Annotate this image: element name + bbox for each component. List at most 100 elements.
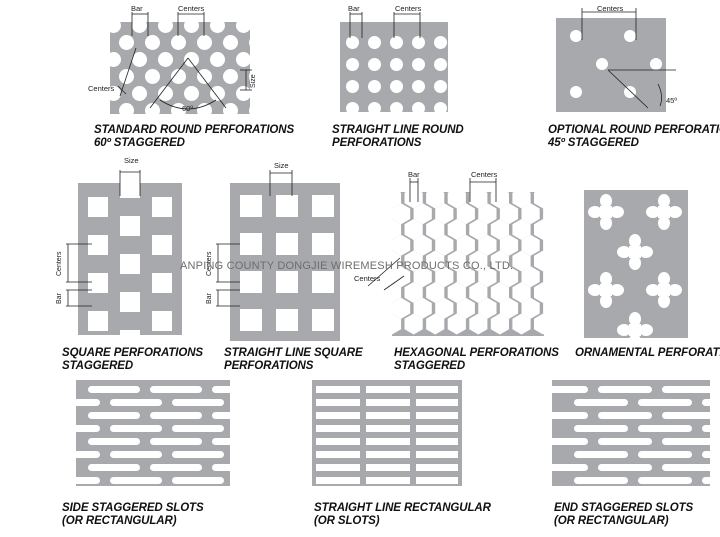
square-hole (152, 197, 172, 217)
slot-hole (212, 438, 230, 445)
rect-slot (316, 412, 360, 419)
caption-line2: (OR RECTANGULAR) (554, 515, 669, 527)
rect-slot (316, 477, 360, 484)
caption-line1: ORNAMENTAL PERFORATIONS (575, 347, 720, 359)
round-hole (346, 102, 359, 112)
round-hole (346, 36, 359, 49)
caption-hexagonal: HEXAGONAL PERFORATIONS STAGGERED (394, 347, 559, 373)
clover-lobe (600, 272, 612, 286)
slot-hole (76, 477, 100, 484)
hexagon-hole (556, 219, 574, 240)
round-hole (434, 102, 447, 112)
label-centers-top: Centers (178, 4, 205, 13)
caption-line1: STRAIGHT LINE SQUARE (224, 347, 363, 359)
round-hole (119, 35, 134, 50)
label-bar: Bar (348, 4, 360, 13)
caption-optional-round: OPTIONAL ROUND PERFORATIONS 45º STAGGERE… (548, 124, 720, 150)
slot-hole (702, 425, 710, 432)
label-bar: Bar (408, 170, 420, 179)
caption-ornamental: ORNAMENTAL PERFORATIONS (575, 347, 720, 360)
hexagon-hole (556, 314, 574, 335)
caption-line1: HEXAGONAL PERFORATIONS (394, 347, 559, 359)
round-hole (368, 102, 381, 112)
slot-hole (638, 451, 692, 458)
clover-lobe (600, 216, 612, 230)
label-bar: Bar (56, 293, 63, 304)
caption-line2: 60º STAGGERED (94, 137, 185, 149)
square-hole (120, 292, 140, 312)
slot-hole (702, 477, 710, 484)
round-hole (570, 86, 582, 98)
round-hole (346, 58, 359, 71)
rect-slot (416, 438, 458, 445)
rect-slot (316, 451, 360, 458)
label-bar: Bar (131, 4, 143, 13)
slot-hole (212, 464, 230, 471)
clover-lobe (588, 206, 602, 218)
slot-hole (76, 451, 100, 458)
slot-hole (598, 386, 652, 393)
caption-side-slots: SIDE STAGGERED SLOTS (OR RECTANGULAR) (62, 502, 204, 528)
rect-slot (316, 425, 360, 432)
rect-slot (316, 399, 360, 406)
rect-slot (316, 438, 360, 445)
slot-hole (598, 412, 652, 419)
hexagon-hole (556, 251, 574, 272)
hexagon-hole (565, 203, 583, 224)
round-hole (412, 58, 425, 71)
slot-hole (574, 425, 628, 432)
round-hole (368, 58, 381, 71)
slot-hole (110, 477, 162, 484)
round-hole (119, 103, 134, 114)
clover-center (658, 206, 670, 218)
slot-hole (150, 464, 202, 471)
clover-lobe (629, 334, 641, 338)
round-hole (624, 30, 636, 42)
clover-lobe (629, 234, 641, 248)
round-hole (197, 35, 212, 50)
sheet-square-staggered (78, 183, 182, 335)
round-hole (223, 103, 238, 114)
clover-lobe (610, 284, 624, 296)
slot-hole (212, 386, 230, 393)
round-hole (210, 22, 225, 33)
hexagon-hole (565, 235, 583, 256)
rect-slot (416, 464, 458, 471)
round-hole (624, 86, 636, 98)
rect-slot (366, 412, 410, 419)
square-hole (120, 254, 140, 274)
round-hole (132, 22, 147, 33)
clover-center (600, 206, 612, 218)
clover-lobe (668, 206, 682, 218)
square-hole (276, 309, 298, 331)
clover-center (629, 246, 641, 258)
round-hole (249, 35, 250, 50)
round-hole (236, 52, 250, 67)
round-hole (110, 22, 121, 33)
rect-slot (366, 425, 410, 432)
slot-hole (88, 464, 140, 471)
slot-hole (110, 451, 162, 458)
round-hole (171, 35, 186, 50)
clover-lobe (588, 284, 602, 296)
caption-line2: STAGGERED (62, 360, 134, 372)
slot-hole (110, 425, 162, 432)
round-hole (390, 80, 403, 93)
label-size: Size (250, 74, 257, 88)
round-hole (197, 69, 212, 84)
round-hole (412, 80, 425, 93)
label-centers-side: Centers (88, 84, 115, 93)
square-hole (120, 330, 140, 335)
round-hole (249, 69, 250, 84)
clover-lobe (610, 206, 624, 218)
round-hole (132, 86, 147, 101)
slot-hole (574, 477, 628, 484)
label-angle-45: 45º (666, 96, 678, 105)
caption-square-staggered: SQUARE PERFORATIONS STAGGERED (62, 347, 203, 373)
slot-hole (662, 386, 710, 393)
label-centers-top: Centers (471, 170, 498, 179)
round-hole (184, 52, 199, 67)
round-hole (110, 86, 121, 101)
round-hole (390, 58, 403, 71)
clover-lobe (600, 194, 612, 208)
